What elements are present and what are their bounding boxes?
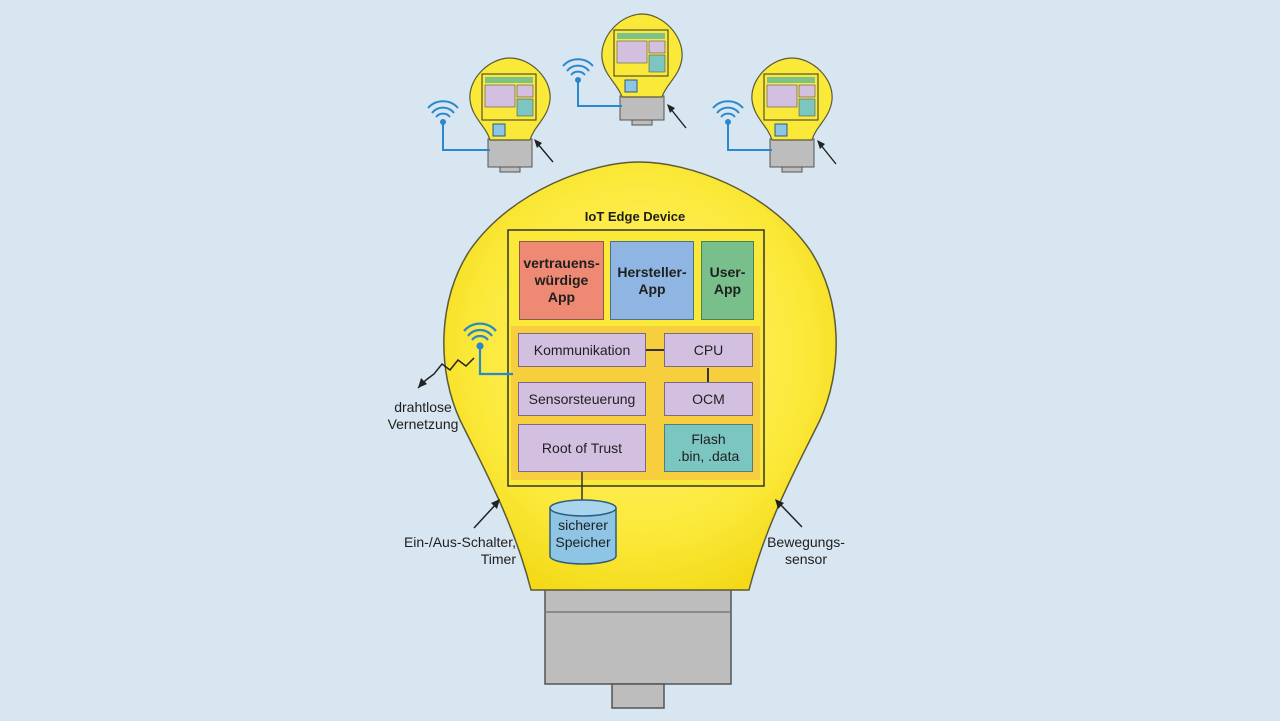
small-bulb-left [469,57,551,173]
bulb-socket [544,587,732,709]
cpu-box: CPU [664,333,753,367]
storage-cylinder [549,499,617,565]
small-bulb-left-arrowhead [534,139,542,148]
small-bulb-right-wifi-icon [712,100,772,151]
small-bulb-center-arrowhead [667,104,675,113]
motion-arrow [778,502,803,528]
manufacturer-app-box: Hersteller- App [610,241,694,320]
main-wifi-icon [463,322,513,376]
wireless-arrowhead [418,378,427,388]
small-bulb-center [601,13,683,126]
switch-annotation: Ein-/Aus-Schalter, Timer [403,534,516,567]
motion-arrowhead [775,499,784,509]
root-of-trust-box: Root of Trust [518,424,646,472]
motion-annotation: Bewegungs- sensor [767,534,845,567]
small-bulb-left-arrow [536,142,554,163]
sensorsteuerung-box: Sensorsteuerung [518,382,646,416]
switch-arrowhead [491,499,500,509]
wireless-zigzag-arrow [417,357,475,389]
small-bulb-right [751,57,833,173]
ocm-box: OCM [664,382,753,416]
small-bulb-right-arrow [819,143,837,165]
flash-box: Flash .bin, .data [664,424,753,472]
storage-label: sicherer Speicher [555,517,611,550]
kommunikation-box: Kommunikation [518,333,646,367]
trusted-app-box: vertrauens- würdige App [519,241,604,320]
switch-arrow [473,502,498,529]
device-title: IoT Edge Device [584,209,686,224]
small-bulb-center-wifi-icon [562,58,622,107]
user-app-box: User- App [701,241,754,320]
small-bulb-right-arrowhead [817,140,825,149]
small-bulb-left-wifi-icon [427,100,490,151]
small-bulb-center-arrow [669,107,687,129]
wireless-annotation: drahtlose Vernetzung [387,399,459,432]
